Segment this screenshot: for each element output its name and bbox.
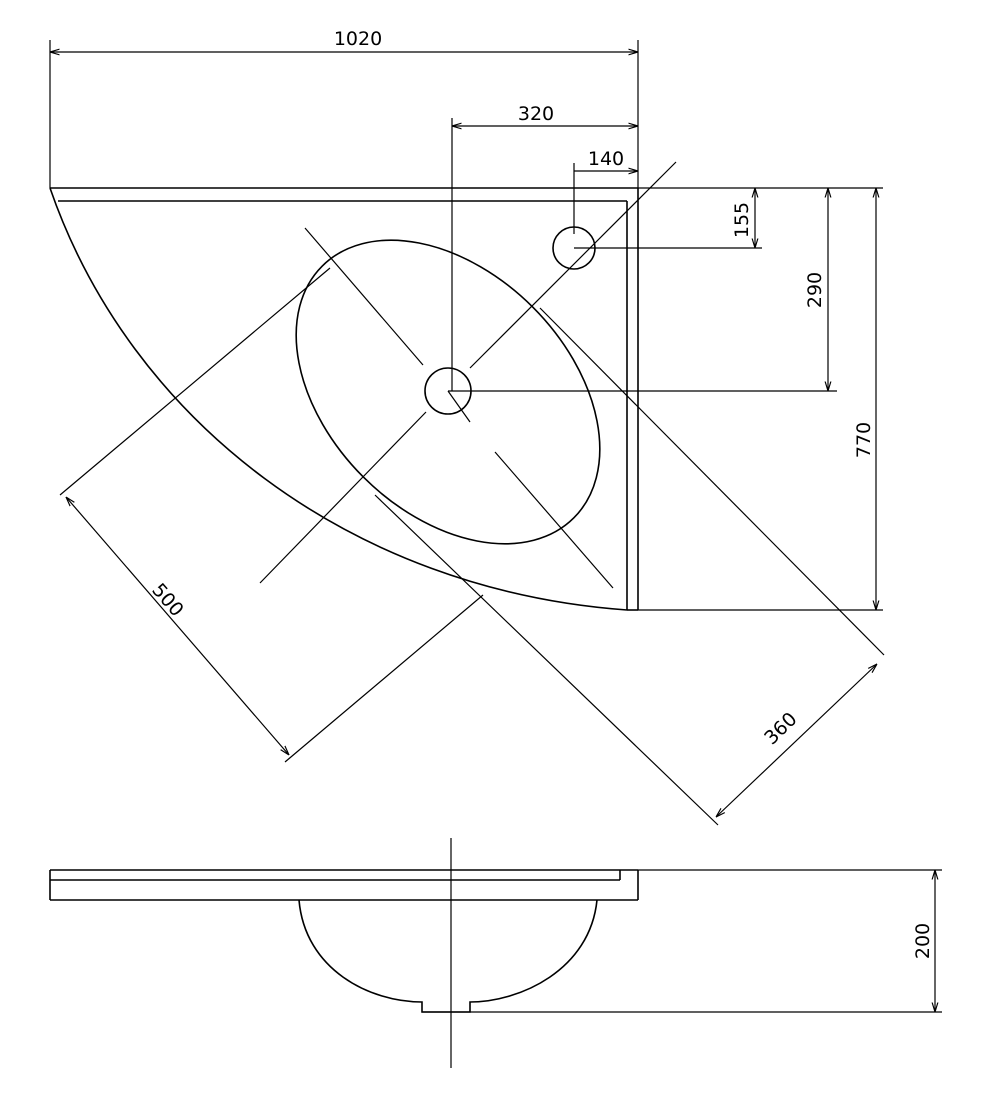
dimension-lines	[50, 52, 877, 817]
top-view: 1020 320 140 155 290 770 500 360	[49, 28, 885, 826]
side-view: 200	[49, 838, 942, 1068]
extension-lines	[49, 40, 885, 826]
dim-bowl-length: 500	[147, 579, 187, 621]
dim-bowl-width: 360	[760, 708, 801, 749]
dim-overall-width: 1020	[334, 28, 382, 50]
countertop-outline	[49, 187, 639, 611]
countertop-profile	[49, 869, 639, 901]
dim-tap-offset: 140	[588, 148, 624, 170]
basin-center-lines	[259, 118, 837, 589]
dim-height: 200	[912, 923, 934, 959]
dim-drain-offset: 320	[518, 103, 554, 125]
dim-tap-depth: 155	[731, 202, 753, 238]
basin-profile	[298, 899, 598, 1013]
dim-drain-depth: 290	[804, 272, 826, 308]
dim-overall-depth: 770	[853, 422, 875, 458]
